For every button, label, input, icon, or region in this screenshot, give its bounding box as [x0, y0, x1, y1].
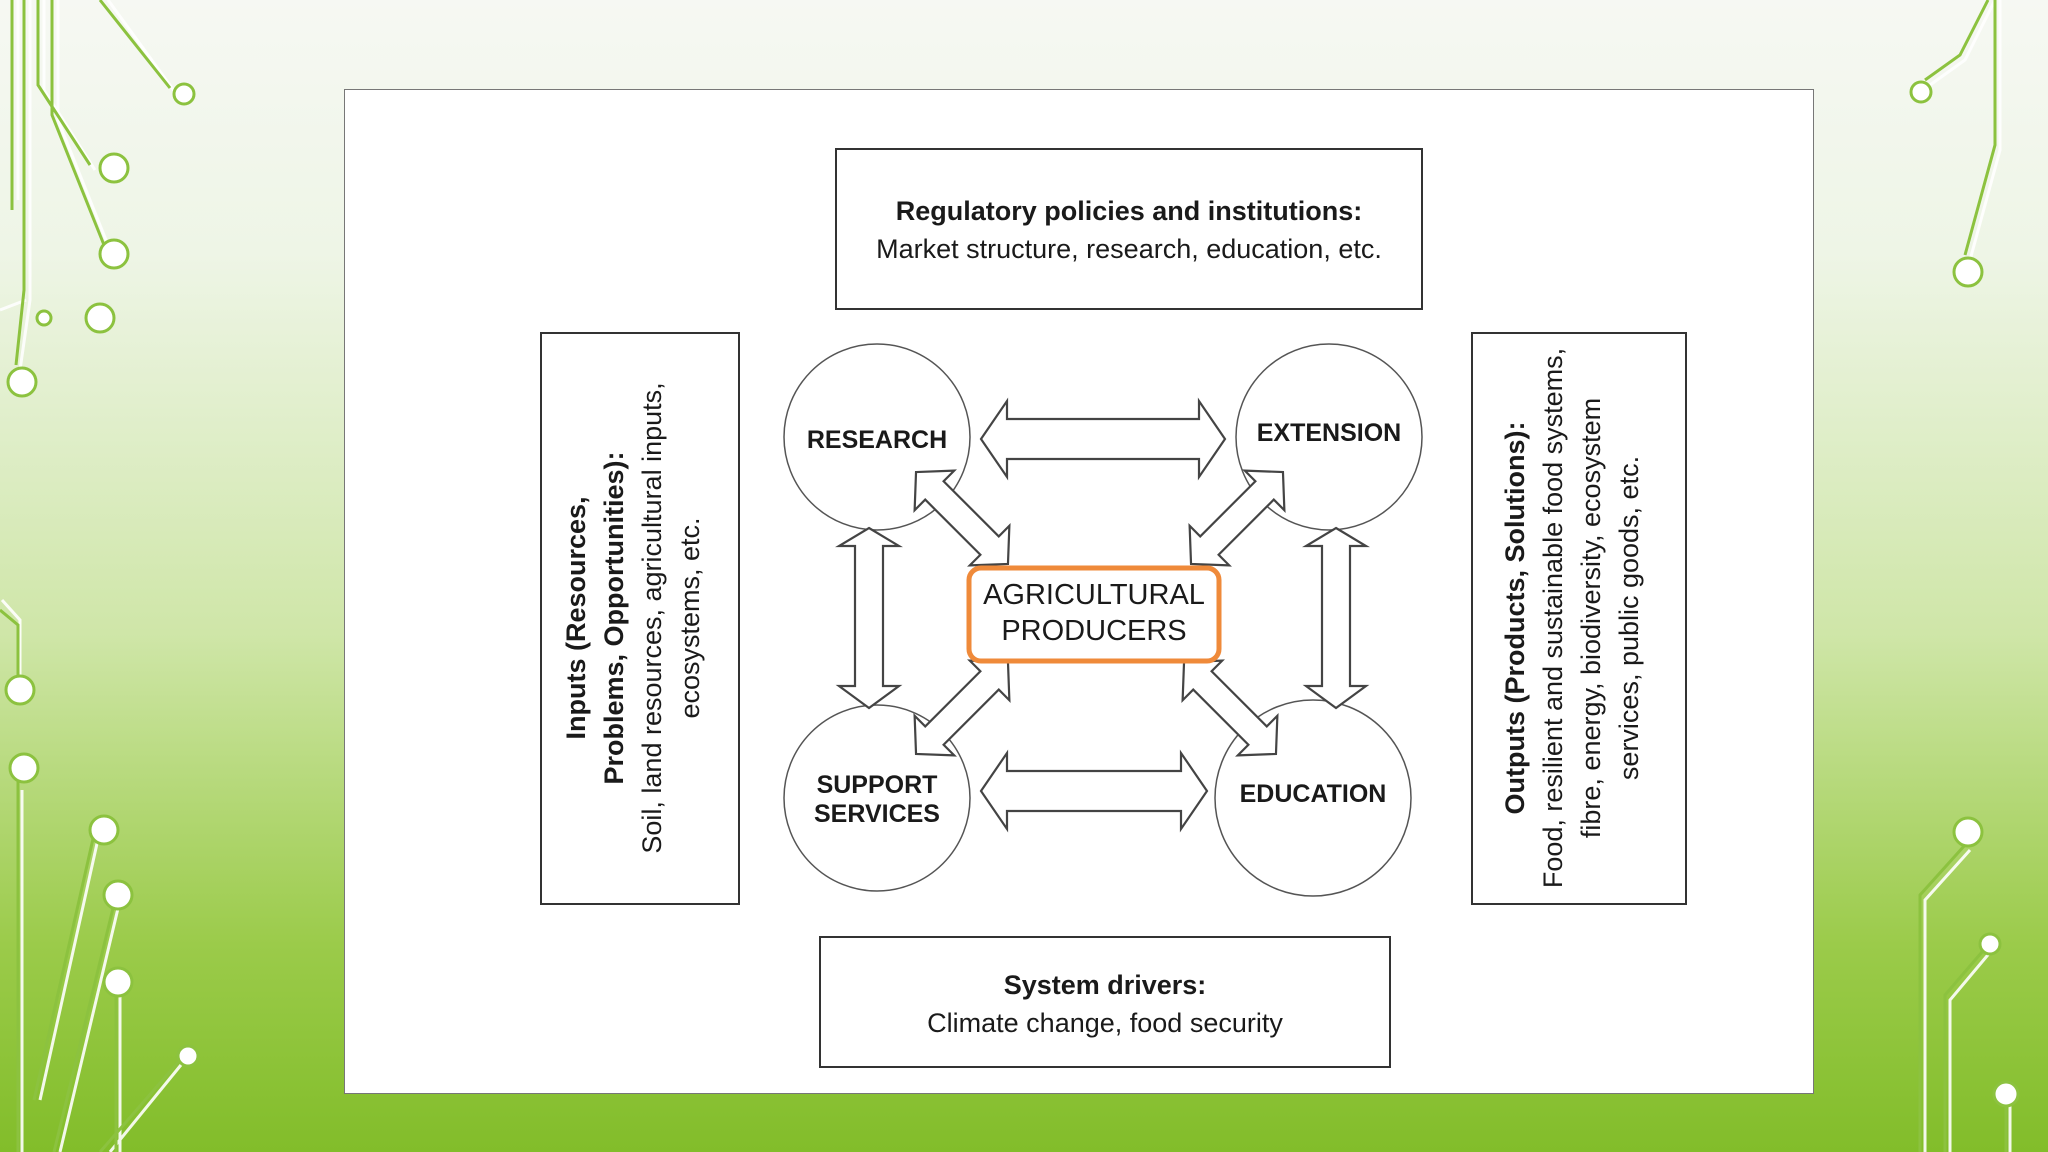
inputs-title-line2: Problems, Opportunities): — [599, 451, 629, 784]
regulatory-title: Regulatory policies and institutions: — [896, 196, 1363, 226]
outputs-text: Outputs (Products, Solutions): Food, res… — [1500, 348, 1644, 888]
inputs-box — [540, 332, 740, 905]
arrow-education-center — [1181, 659, 1279, 757]
drivers-detail: Climate change, food security — [927, 1008, 1283, 1038]
education-label: EDUCATION — [1240, 780, 1387, 808]
arrow-support-education — [979, 749, 1209, 833]
arrows — [835, 397, 1370, 833]
inputs-detail-line1: Soil, land resources, agricultural input… — [637, 382, 667, 853]
outputs-detail-line3: services, public goods, etc. — [1614, 456, 1644, 780]
outputs-detail-line1: Food, resilient and sustainable food sys… — [1538, 348, 1568, 888]
regulatory-detail: Market structure, research, education, e… — [876, 234, 1382, 264]
inputs-detail-line2: ecosystems, etc. — [675, 517, 705, 718]
outputs-title: Outputs (Products, Solutions): — [1500, 422, 1530, 815]
arrow-research-support — [835, 526, 903, 710]
inputs-text: Inputs (Resources, Problems, Opportuniti… — [561, 382, 705, 853]
support-label-line2: SERVICES — [814, 800, 940, 828]
diagram-frame: Regulatory policies and institutions: Ma… — [344, 89, 1814, 1094]
inputs-title-line1: Inputs (Resources, — [561, 496, 591, 739]
extension-label: EXTENSION — [1257, 419, 1401, 447]
outputs-box — [1471, 332, 1687, 905]
agricultural-producers-box — [966, 565, 1222, 664]
outputs-detail-line2: fibre, energy, biodiversity, ecosystem — [1576, 398, 1606, 838]
drivers-title: System drivers: — [1004, 970, 1207, 1000]
support-label-line1: SUPPORT — [817, 771, 938, 799]
drivers-box — [819, 936, 1391, 1068]
arrow-research-center — [913, 469, 1011, 567]
agri-innovation-system-diagram: Regulatory policies and institutions: Ma… — [540, 148, 1687, 1068]
arrow-extension-center — [1188, 469, 1286, 567]
arrow-extension-education — [1302, 526, 1370, 710]
regulatory-box — [835, 148, 1423, 310]
research-label: RESEARCH — [807, 426, 947, 454]
center-label-line1: AGRICULTURAL — [983, 579, 1205, 611]
arrow-research-extension — [979, 397, 1227, 481]
center-label-line2: PRODUCERS — [1001, 615, 1186, 647]
